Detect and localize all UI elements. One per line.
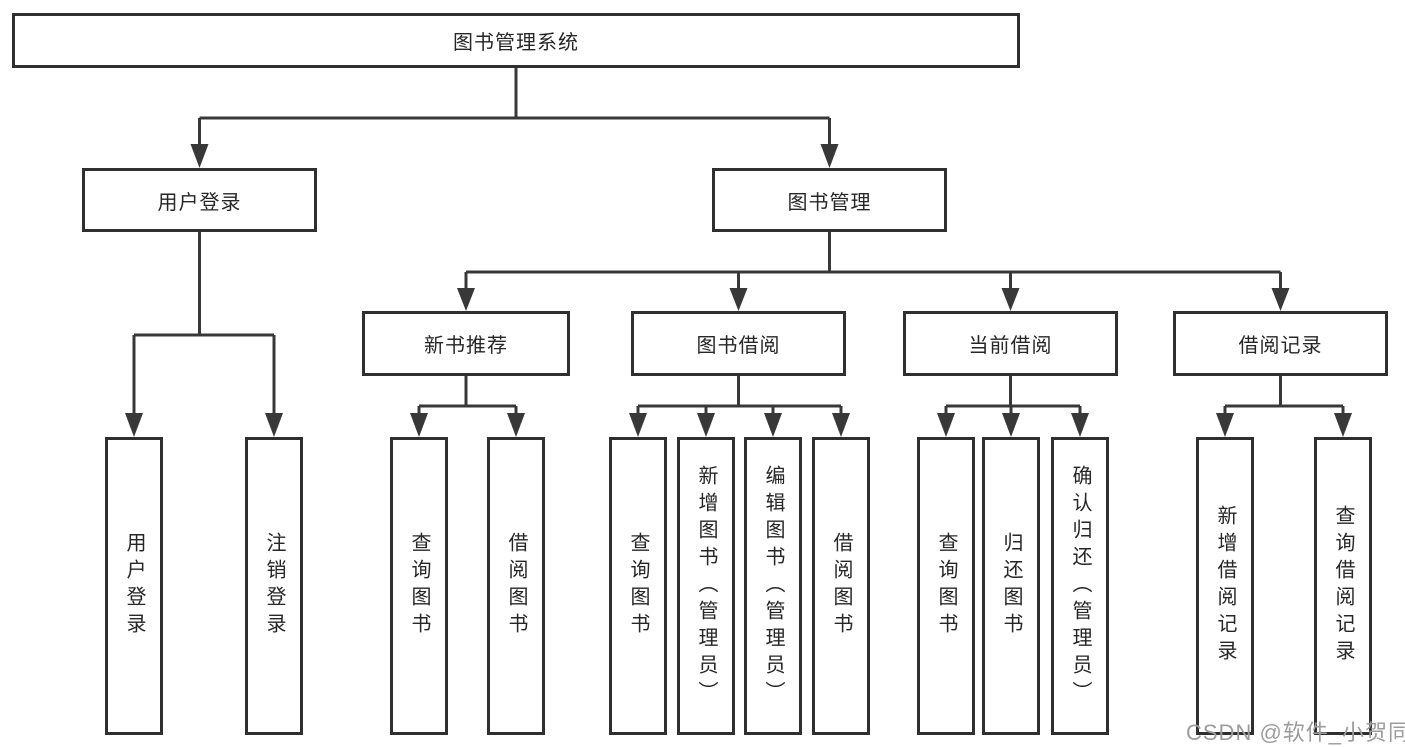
node-leaf-query-books-borrowing: 查询图书	[609, 437, 667, 735]
node-leaf-add-books-admin: 新增图书（管理员）	[677, 437, 735, 735]
node-leaf-logout: 注销登录	[245, 437, 303, 735]
node-leaf-borrow-books-recommend: 借阅图书	[487, 437, 545, 735]
node-leaf-user-login: 用户登录	[105, 437, 163, 735]
node-leaf-borrow-books-borrowing: 借阅图书	[812, 437, 870, 735]
node-current-borrowing: 当前借阅	[903, 311, 1118, 376]
node-leaf-query-borrow-record: 查询借阅记录	[1314, 437, 1372, 735]
node-leaf-return-books: 归还图书	[982, 437, 1040, 735]
node-book-borrowing: 图书借阅	[631, 311, 846, 376]
csdn-watermark: CSDN @软件_小贺同学	[1186, 720, 1405, 745]
node-leaf-edit-books-admin: 编辑图书（管理员）	[744, 437, 802, 735]
node-leaf-query-books-current: 查询图书	[917, 437, 975, 735]
node-borrowing-records: 借阅记录	[1173, 311, 1388, 376]
node-leaf-confirm-return-admin: 确认归还（管理员）	[1051, 437, 1109, 735]
node-leaf-add-borrow-record: 新增借阅记录	[1196, 437, 1254, 735]
node-user-login: 用户登录	[82, 168, 317, 232]
node-root-library-system: 图书管理系统	[12, 13, 1020, 68]
node-book-management: 图书管理	[712, 168, 947, 232]
node-new-book-recommend: 新书推荐	[362, 311, 570, 376]
node-leaf-query-books-recommend: 查询图书	[390, 437, 448, 735]
